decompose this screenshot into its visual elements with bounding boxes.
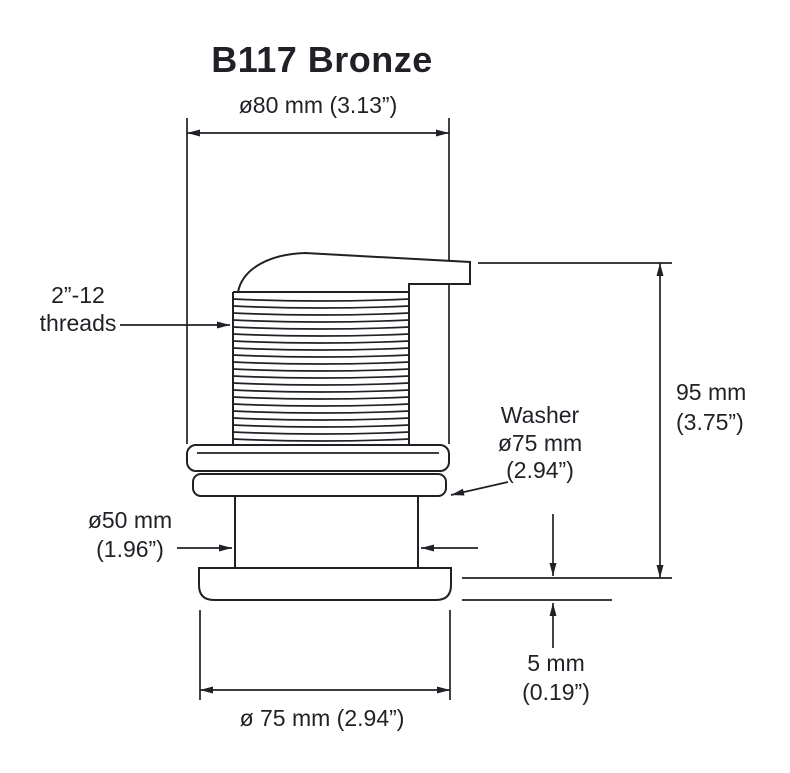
bottom-diameter-label: ø 75 mm (2.94”) (240, 705, 405, 731)
thread-lines (232, 298, 410, 442)
threads-label-line2: threads (40, 310, 117, 336)
height-dimension: 95 mm (3.75”) (462, 262, 746, 579)
stem-diameter-label-line2: (1.96”) (96, 536, 164, 562)
threads-label-line1: 2”-12 (51, 282, 105, 308)
washer-label-line2: ø75 mm (498, 430, 582, 456)
stem-diameter-dimension: ø50 mm (1.96”) (88, 507, 478, 562)
protrusion-dimension: 5 mm (0.19”) (462, 514, 612, 705)
washer-shape (192, 473, 447, 497)
locking-nut (186, 444, 450, 472)
protrusion-label-line1: 5 mm (527, 650, 585, 676)
height-label-line2: (3.75”) (676, 409, 744, 435)
bottom-flange (198, 567, 452, 601)
transducer-cap (236, 251, 471, 293)
protrusion-label-line2: (0.19”) (522, 679, 590, 705)
washer-callout: Washer ø75 mm (2.94”) (450, 402, 582, 496)
stem-diameter-label-line1: ø50 mm (88, 507, 172, 533)
bottom-diameter-dimension: ø 75 mm (2.94”) (199, 610, 451, 731)
height-label-line1: 95 mm (676, 379, 746, 405)
washer-label-line1: Washer (501, 402, 580, 428)
top-diameter-label: ø80 mm (3.13”) (239, 92, 397, 118)
threads-callout: 2”-12 threads (40, 282, 230, 336)
washer-pointer-arrow (450, 481, 509, 496)
washer-label-line3: (2.94”) (506, 457, 574, 483)
diagram-title: B117 Bronze (211, 39, 433, 80)
transducer-drawing (186, 251, 471, 601)
